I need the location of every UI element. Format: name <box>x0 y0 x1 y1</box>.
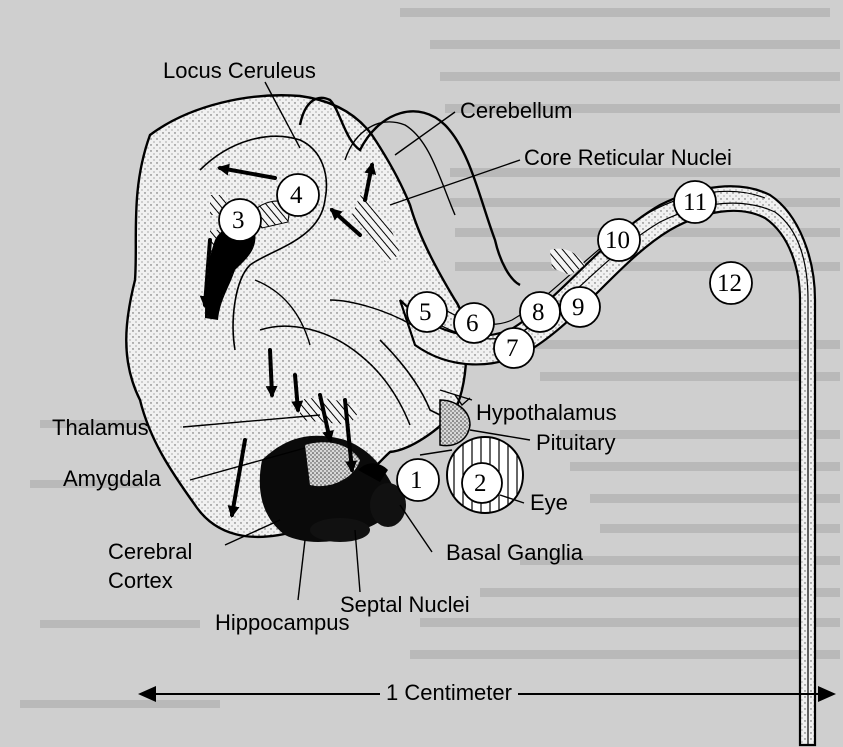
label-hippocampus: Hippocampus <box>215 612 350 634</box>
label-basal-ganglia: Basal Ganglia <box>446 542 583 564</box>
nucleus-2-number: 2 <box>474 471 487 496</box>
label-cerebral-cortex-line1: Cerebral <box>108 541 192 563</box>
nucleus-8-number: 8 <box>532 300 545 325</box>
nucleus-7-number: 7 <box>506 336 519 361</box>
nucleus-6-number: 6 <box>466 311 479 336</box>
label-eye: Eye <box>530 492 568 514</box>
label-septal-nuclei: Septal Nuclei <box>340 594 470 616</box>
nucleus-5-number: 5 <box>419 300 432 325</box>
nucleus-10-number: 10 <box>605 228 630 253</box>
label-cerebral-cortex-line2: Cortex <box>108 570 173 592</box>
label-amygdala: Amygdala <box>63 468 161 490</box>
label-locus-ceruleus: Locus Ceruleus <box>163 60 316 82</box>
scale-label: 1 Centimeter <box>380 682 518 704</box>
label-cerebellum: Cerebellum <box>460 100 573 122</box>
nucleus-12-number: 12 <box>717 271 742 296</box>
label-pituitary: Pituitary <box>536 432 615 454</box>
nucleus-3-number: 3 <box>232 208 245 233</box>
label-hypothalamus: Hypothalamus <box>476 402 617 424</box>
label-thalamus: Thalamus <box>52 417 149 439</box>
nucleus-9-number: 9 <box>572 295 585 320</box>
nucleus-4-number: 4 <box>290 183 303 208</box>
label-core-reticular-nuclei: Core Reticular Nuclei <box>524 147 732 169</box>
nucleus-11-number: 11 <box>683 190 707 215</box>
nucleus-1-number: 1 <box>410 468 423 493</box>
